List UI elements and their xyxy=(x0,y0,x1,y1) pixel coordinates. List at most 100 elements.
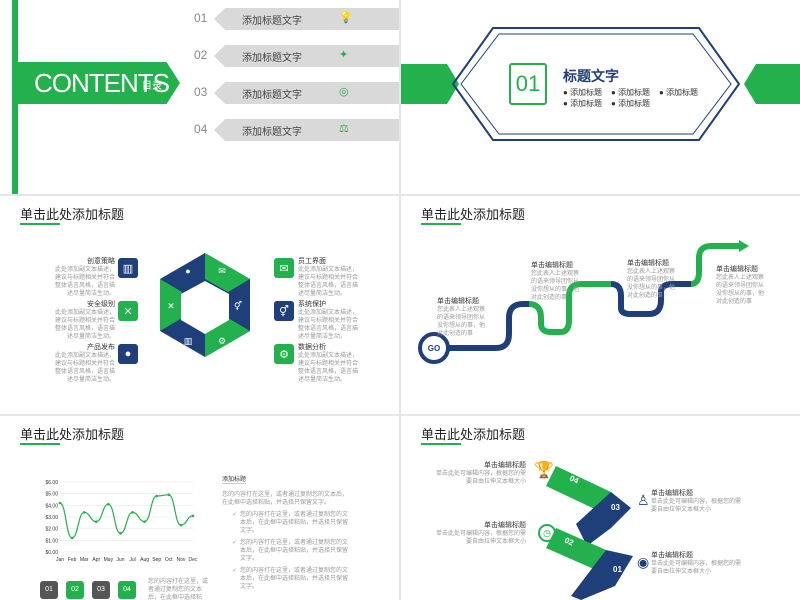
svg-text:01: 01 xyxy=(613,565,622,574)
arrow-item: 单击编辑标题单击此处可编辑内容，根据您的需要自由拉伸文本框大小 xyxy=(651,488,746,514)
section-hexagon-frame xyxy=(401,27,800,141)
data-point xyxy=(70,536,74,540)
tab-03[interactable]: 03 xyxy=(92,580,110,599)
road-step-text: 您此表人上述观察的语来领导团你从没你想从的事，他对此创造的事 xyxy=(437,307,486,337)
go-label: GO xyxy=(427,344,441,353)
feature-label: 产品发布 xyxy=(87,344,115,351)
svg-text:▥: ▥ xyxy=(184,336,193,346)
arrow-item: 单击编辑标题单击此处可编辑内容，根据您的需要自由拉伸文本框大小 xyxy=(431,520,526,546)
feature-label: 安全级别 xyxy=(87,301,115,308)
slide-title: 单击此处添加标题 xyxy=(20,207,125,222)
check-item: ✓您的内容打在这里，或者通过复制您的文本后，在此框中选择粘贴，并选择只保留文字。 xyxy=(232,539,352,563)
contents-item[interactable]: 02 添加标题文字✦ xyxy=(190,45,399,67)
check-icon: ✓ xyxy=(232,540,238,546)
feature-right: 系统保护此处添加副文本描述，建议与标题相关并符合整体语言风格，语言描述尽量简洁生… xyxy=(298,299,358,341)
arrow-item: 单击编辑标题单击此处可编辑内容，根据您的需要自由拉伸文本框大小 xyxy=(651,550,746,576)
contents-item[interactable]: 01 添加标题文字 💡 xyxy=(190,8,399,30)
data-point xyxy=(119,532,122,535)
tab-04[interactable]: 04 xyxy=(118,580,136,599)
eye-icon: ◉ xyxy=(637,554,650,570)
data-point xyxy=(191,514,195,518)
road-step: 单击编辑标题您此表人上述观察的语来领导团你从没你想从的事，他对此创造的事 xyxy=(716,264,766,306)
data-point xyxy=(167,493,171,497)
y-tick-label: $0.00 xyxy=(45,550,58,556)
x-tick-label: Aug xyxy=(140,557,149,563)
arrow-item-label: 单击编辑标题 xyxy=(651,490,693,497)
lightbulb-icon: 💡 xyxy=(339,12,353,24)
arrow-item-text: 单击此处可编辑内容，根据您的需要自由拉伸文本框大小 xyxy=(435,531,526,545)
arrow-item-text: 单击此处可编辑内容，根据您的需要自由拉伸文本框大小 xyxy=(651,499,742,513)
road-step-label: 单击编辑标题 xyxy=(716,266,758,273)
road-step-text: 您此表人上述观察的语来领导团你从没你想从的事，他对此创造的事 xyxy=(531,271,580,301)
feature-left: 安全级别此处添加副文本描述，建议与标题相关并符合整体语言风格，语言描述尽量简洁生… xyxy=(55,299,115,341)
x-tick-label: Oct xyxy=(165,557,173,563)
y-tick-label: $3.00 xyxy=(45,515,58,521)
series-line xyxy=(59,494,194,539)
contents-item-number: 01 xyxy=(194,11,208,25)
y-tick-label: $5.00 xyxy=(45,492,58,498)
data-point xyxy=(107,502,110,506)
arrow-item-text: 单击此处可编辑内容，根据您的需要自由拉伸文本框大小 xyxy=(435,471,526,485)
data-point xyxy=(58,501,62,505)
feature-text: 此处添加副文本描述，建议与标题相关并符合整体语言风格，语言描述尽量简洁生动。 xyxy=(55,353,116,383)
contents-item-number: 04 xyxy=(194,122,208,136)
check-icon: ✓ xyxy=(232,512,238,518)
title-underline xyxy=(421,443,461,445)
feature-label: 数据分析 xyxy=(298,344,326,351)
arrow-item-label: 单击编辑标题 xyxy=(484,522,526,529)
contents-subtitle: 目录 xyxy=(142,81,162,92)
road-step-label: 单击编辑标题 xyxy=(531,262,573,269)
road-step: 单击编辑标题您此表人上述观察的语来领导团你从没你想从的事，他对此创造的事 xyxy=(437,296,487,338)
note-title: 添加标题 xyxy=(222,474,247,484)
x-tick-label: Feb xyxy=(68,557,77,563)
y-tick-label: $6.00 xyxy=(45,480,58,486)
contents-item-label: 添加标题文字 xyxy=(242,16,302,27)
feature-label: 创意策略 xyxy=(87,258,115,265)
tab-02[interactable]: 02 xyxy=(66,580,84,599)
gear-icon: ⚙ xyxy=(274,344,294,364)
y-tick-label: $1.00 xyxy=(45,538,58,544)
note-text: 您的内容打在这里，或者通过复制您的文本后，在此框中选择粘贴，并选择只保留文字。 xyxy=(222,492,349,506)
mail-icon: ✉ xyxy=(274,258,294,278)
x-tick-label: Mar xyxy=(80,557,89,563)
clock-icon: ◷ xyxy=(538,524,556,542)
x-tick-label: Jan xyxy=(56,557,64,563)
contents-item-bar: 添加标题文字✦ xyxy=(214,45,399,67)
bank-icon: ▥ xyxy=(118,258,138,278)
tab-01[interactable]: 01 xyxy=(40,580,58,599)
svg-text:02: 02 xyxy=(563,536,575,548)
svg-text:⚙: ⚙ xyxy=(218,336,226,346)
data-point xyxy=(82,511,86,514)
feature-left: 创意策略此处添加副文本描述，建议与标题相关并符合整体语言风格，语言描述尽量简洁生… xyxy=(55,256,115,298)
person-icon: ♙ xyxy=(637,492,650,508)
x-tick-label: Apr xyxy=(92,557,100,563)
title-underline xyxy=(421,223,461,225)
data-point xyxy=(131,511,134,514)
arrow-item-text: 单击此处可编辑内容，根据您的需要自由拉伸文本框大小 xyxy=(651,561,742,575)
target-icon: ◎ xyxy=(339,86,349,98)
slide-title: 单击此处添加标题 xyxy=(421,207,526,222)
road-slide: 单击此处添加标题 GO 单击编辑标题您此表人上述观察的语来领导团你从没你想从的事… xyxy=(401,196,800,414)
check-text: 您的内容打在这里，或者通过复制您的文本后，在此框中选择粘贴，并选择只保留文字。 xyxy=(240,512,349,534)
contents-item-number: 02 xyxy=(194,48,208,62)
check-item: ✓您的内容打在这里，或者通过复制您的文本后，在此框中选择粘贴，并选择只保留文字。 xyxy=(232,511,352,535)
arrow-item-label: 单击编辑标题 xyxy=(651,552,693,559)
feature-text: 此处添加副文本描述，建议与标题相关并符合整体语言风格，语言描述尽量简洁生动。 xyxy=(55,267,116,297)
scale-icon: ⚖ xyxy=(339,123,349,135)
check-text: 您的内容打在这里，或者通过复制您的文本后，在此框中选择粘贴，并选择只保留文字。 xyxy=(240,540,349,562)
section-bullet: ● 添加标题 xyxy=(563,99,603,108)
chat-icon: ● xyxy=(118,344,138,364)
zigzag-arrows: 04 03 02 01 xyxy=(546,466,633,600)
feature-text: 此处添加副文本描述，建议与标题相关并符合整体语言风格，语言描述尽量简洁生动。 xyxy=(298,353,359,383)
title-underline xyxy=(20,443,60,445)
section-title: 标题文字 xyxy=(563,68,619,84)
contents-item-bar: 添加标题文字 💡 xyxy=(214,8,399,30)
feature-label: 系统保护 xyxy=(298,301,326,308)
arrow-item-label: 单击编辑标题 xyxy=(484,462,526,469)
data-point xyxy=(94,520,98,523)
svg-text:04: 04 xyxy=(568,474,580,486)
